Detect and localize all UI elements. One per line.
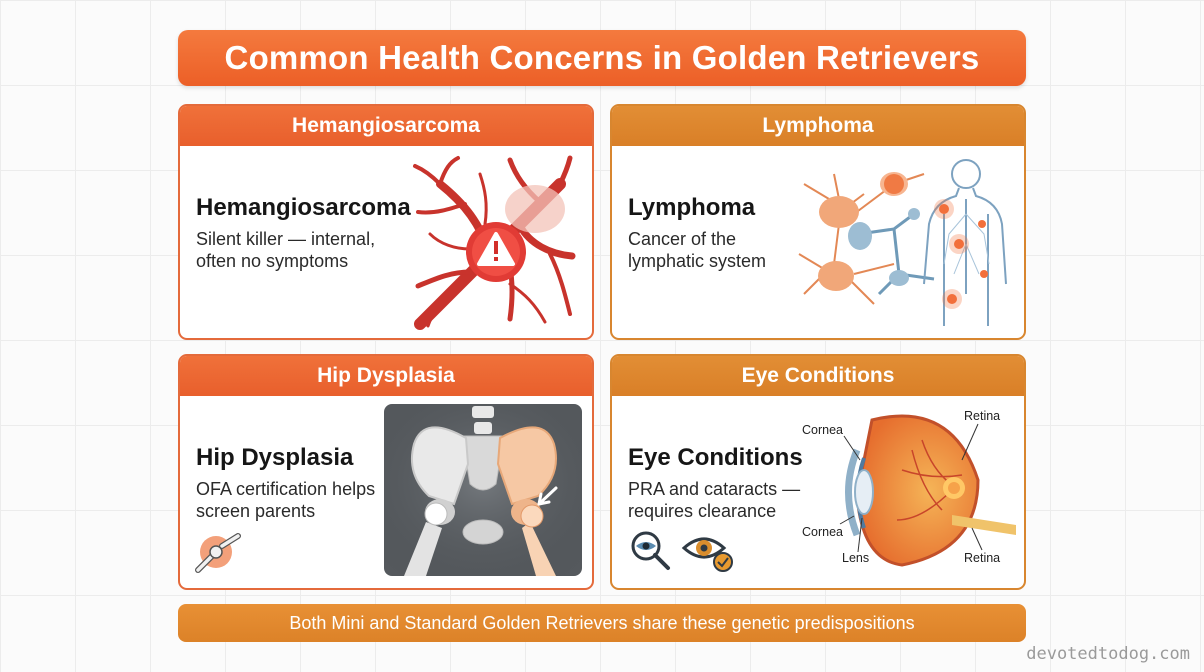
card-body: Hemangiosarcoma Silent killer — internal… [180, 146, 592, 338]
lymph-node-body-icon [798, 159, 1007, 326]
description-line: requires clearance [628, 501, 777, 521]
card-description: OFA certification helps screen parents [196, 478, 406, 522]
card-text: Hip Dysplasia OFA certification helps sc… [196, 444, 406, 522]
card-body: Hip Dysplasia OFA certification helps sc… [180, 396, 592, 588]
card-body: Eye Conditions PRA and cataracts — requi… [612, 396, 1024, 588]
card-header: Hip Dysplasia [180, 356, 592, 396]
card-hemangiosarcoma: Hemangiosarcoma Hemangiosarcoma Silent k… [178, 104, 594, 340]
card-heading: Hip Dysplasia [196, 444, 354, 471]
magnifier-eye-icon [631, 531, 670, 570]
eye-exam-icons [631, 531, 733, 572]
card-body: Lymphoma Cancer of the lymphatic system [612, 146, 1024, 338]
label-retina-bottom: Retina [964, 551, 1000, 565]
card-description: Cancer of the lymphatic system [628, 228, 838, 272]
footer-text: Both Mini and Standard Golden Retrievers… [289, 612, 915, 633]
card-header: Hemangiosarcoma [180, 106, 592, 146]
description-line: lymphatic system [628, 251, 767, 271]
card-description: PRA and cataracts — requires clearance [628, 478, 838, 522]
description-line: often no symptoms [196, 251, 349, 271]
watermark: devotedtodog.com [1026, 644, 1190, 664]
joint-icon [195, 533, 241, 573]
card-description: Silent killer — internal, often no sympt… [196, 228, 406, 272]
page-title: Common Health Concerns in Golden Retriev… [224, 39, 980, 76]
label-lens: Lens [842, 551, 869, 565]
title-banner: Common Health Concerns in Golden Retriev… [178, 30, 1026, 86]
label-cornea-top: Cornea [802, 423, 843, 437]
card-text: Hemangiosarcoma Silent killer — internal… [196, 194, 411, 272]
footer-banner: Both Mini and Standard Golden Retrievers… [178, 604, 1026, 642]
blood-vessel-warning-icon [413, 155, 576, 330]
description-line: Silent killer — internal, [196, 229, 376, 249]
description-line: screen parents [196, 501, 316, 521]
card-header: Eye Conditions [612, 356, 1024, 396]
card-header: Lymphoma [612, 106, 1024, 146]
pelvis-xray-icon [384, 404, 582, 576]
description-line: OFA certification helps [196, 479, 376, 499]
eye-check-icon [681, 537, 733, 572]
card-heading: Hemangiosarcoma [196, 194, 411, 221]
card-lymphoma: Lymphoma Lymphoma Cancer of the lymphati… [610, 104, 1026, 340]
card-text: Lymphoma Cancer of the lymphatic system [628, 194, 838, 272]
eye-anatomy-icon: Cornea Retina Cornea Lens Retina [802, 409, 1016, 567]
card-heading: Eye Conditions [628, 444, 803, 471]
label-cornea-bottom: Cornea [802, 525, 843, 539]
card-hip-dysplasia: Hip Dysplasia Hip Dysplasia OFA certific… [178, 354, 594, 590]
card-eye-conditions: Eye Conditions Eye Conditions PRA and ca… [610, 354, 1026, 590]
card-text: Eye Conditions PRA and cataracts — requi… [628, 444, 838, 522]
label-retina-top: Retina [964, 409, 1000, 423]
description-line: Cancer of the [628, 229, 737, 249]
card-heading: Lymphoma [628, 194, 756, 221]
description-line: PRA and cataracts — [628, 479, 801, 499]
